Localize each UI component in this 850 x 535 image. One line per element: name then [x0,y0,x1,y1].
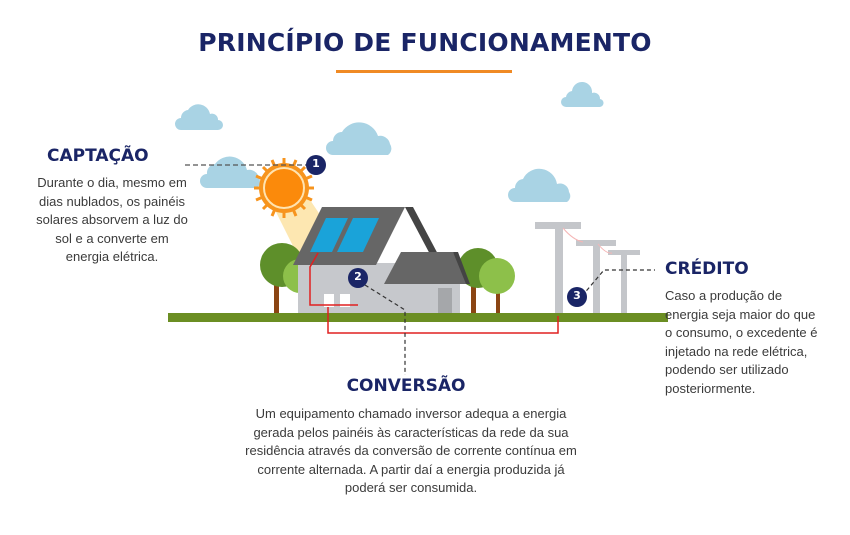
page-title: PRINCÍPIO DE FUNCIONAMENTO [198,28,652,57]
tree-icon [458,248,515,315]
text-line: residência através da conversão de corre… [245,443,577,458]
text-line: energia elétrica. [65,249,159,264]
step-badge-3 [567,287,587,307]
step-badge-3-number: 3 [573,289,581,302]
text-line: o consumo, o excedente é [665,325,818,340]
step-badge-2 [348,268,368,288]
text-line: energia seja maior do que [665,306,816,322]
text-line: Um equipamento chamado inversor adequa a… [255,406,567,421]
text-line: poderá ser consumida. [344,480,478,495]
callout-line-3 [581,269,655,297]
text-line: injetado na rede elétrica, [665,343,808,359]
inverter-box [324,294,334,307]
text-line: dias nublados, os painéis [39,193,185,209]
text-line: corrente alternada. A partir daí a energ… [257,461,565,477]
wiring [309,252,559,334]
title-underline [336,70,512,73]
step-badge-1 [306,155,326,175]
inverter-box [340,294,350,307]
text-line: Caso a produção de [665,288,783,303]
conversao-heading: CONVERSÃO [346,376,466,396]
step-badge-1-number: 1 [312,157,320,170]
sun-icon [254,158,314,218]
text-line: Durante o dia, mesmo em [37,175,187,190]
credito-description: Caso a produção de energia seja maior do… [665,287,845,398]
text-line: gerada pelos painéis às características … [253,424,569,440]
cloud-icon [561,81,604,108]
captacao-description: Durante o dia, mesmo em dias nublados, o… [20,174,204,267]
text-line: posteriormente. [665,380,756,396]
cloud-icon [508,168,571,202]
door [438,288,452,314]
conversao-description: Um equipamento chamado inversor adequa a… [230,405,592,498]
callout-line-2 [364,284,406,375]
captacao-heading: CAPTAÇÃO [47,146,149,166]
ground [168,313,668,322]
credito-heading: CRÉDITO [665,259,749,279]
text-line: sol e a converte em [55,230,169,246]
cloud-icon [175,104,223,130]
solar-panel [337,218,379,252]
step-badge-2-number: 2 [354,270,362,283]
text-line: solares absorvem a luz do [36,212,188,227]
power-poles [535,222,640,316]
solar-panel [310,218,348,252]
cloud-icon [326,122,392,155]
text-line: podendo ser utilizado [665,362,789,377]
house-illustration [293,207,470,314]
cloud-icon [200,156,260,188]
